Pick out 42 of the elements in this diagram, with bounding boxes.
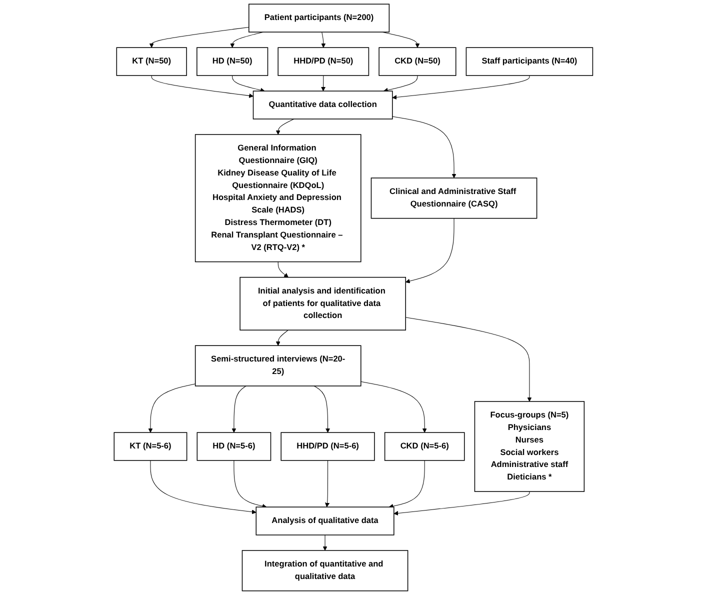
node-box: Clinical and Administrative Staff Questionnaire (CASQ) [370,178,537,219]
arrow [230,32,264,48]
arrow [392,116,456,178]
arrow [233,460,266,508]
node-box: Initial analysis and identification of patients for qualitative data collection [239,276,406,330]
arrow [322,534,327,551]
node-box: CKD (N=50) [378,47,456,76]
arrow [313,386,330,433]
node-box: HHD/PD (N=50) [277,47,369,76]
node-box: Focus-groups (N=5) Physicians Nurses Social workers Administrative staff Dieticians * [474,401,584,492]
arrow [277,262,288,278]
arrow [275,118,294,135]
arrow [404,317,532,402]
node-box: KT (N=5-6) [113,432,187,461]
arrow [148,384,196,433]
arrow [324,460,330,508]
node-box: HD (N=50) [196,47,268,76]
arrow [360,381,426,433]
arrow [148,26,249,48]
arrow [232,75,264,92]
arrow [404,218,454,284]
node-box: General Information Questionnaire (GIQ) Kidney Disease Quality of Life Questionnaire (KDQoL) Hospital Anxiety and Depression Scale (HADS) Distress Thermometer (DT) Renal Transplant Questionnaire – V2 (RTQ-V2) * [194,134,361,262]
node-box: KT (N=50) [116,47,187,76]
arrow [320,32,326,48]
node-box: Staff participants (N=40) [465,47,593,76]
node-box: Integration of quantitative and qualitative data [241,550,408,592]
node-box: Analysis of qualitative data [255,506,394,536]
arrow [392,75,530,100]
node-box: Quantitative data collection [252,90,392,120]
arrow [150,460,256,514]
node-box: Patient participants (N=200) [248,4,390,32]
arrow [383,75,418,92]
arrow [275,330,288,346]
node-box: HD (N=5-6) [196,432,271,461]
node-box: HHD/PD (N=5-6) [280,432,374,461]
node-box: CKD (N=5-6) [384,432,464,461]
arrow [393,491,530,516]
node-box: Semi-structured interviews (N=20-25) [194,345,361,386]
arrow [320,75,326,92]
arrow [231,386,246,433]
arrow [388,460,424,508]
arrow [150,75,254,98]
